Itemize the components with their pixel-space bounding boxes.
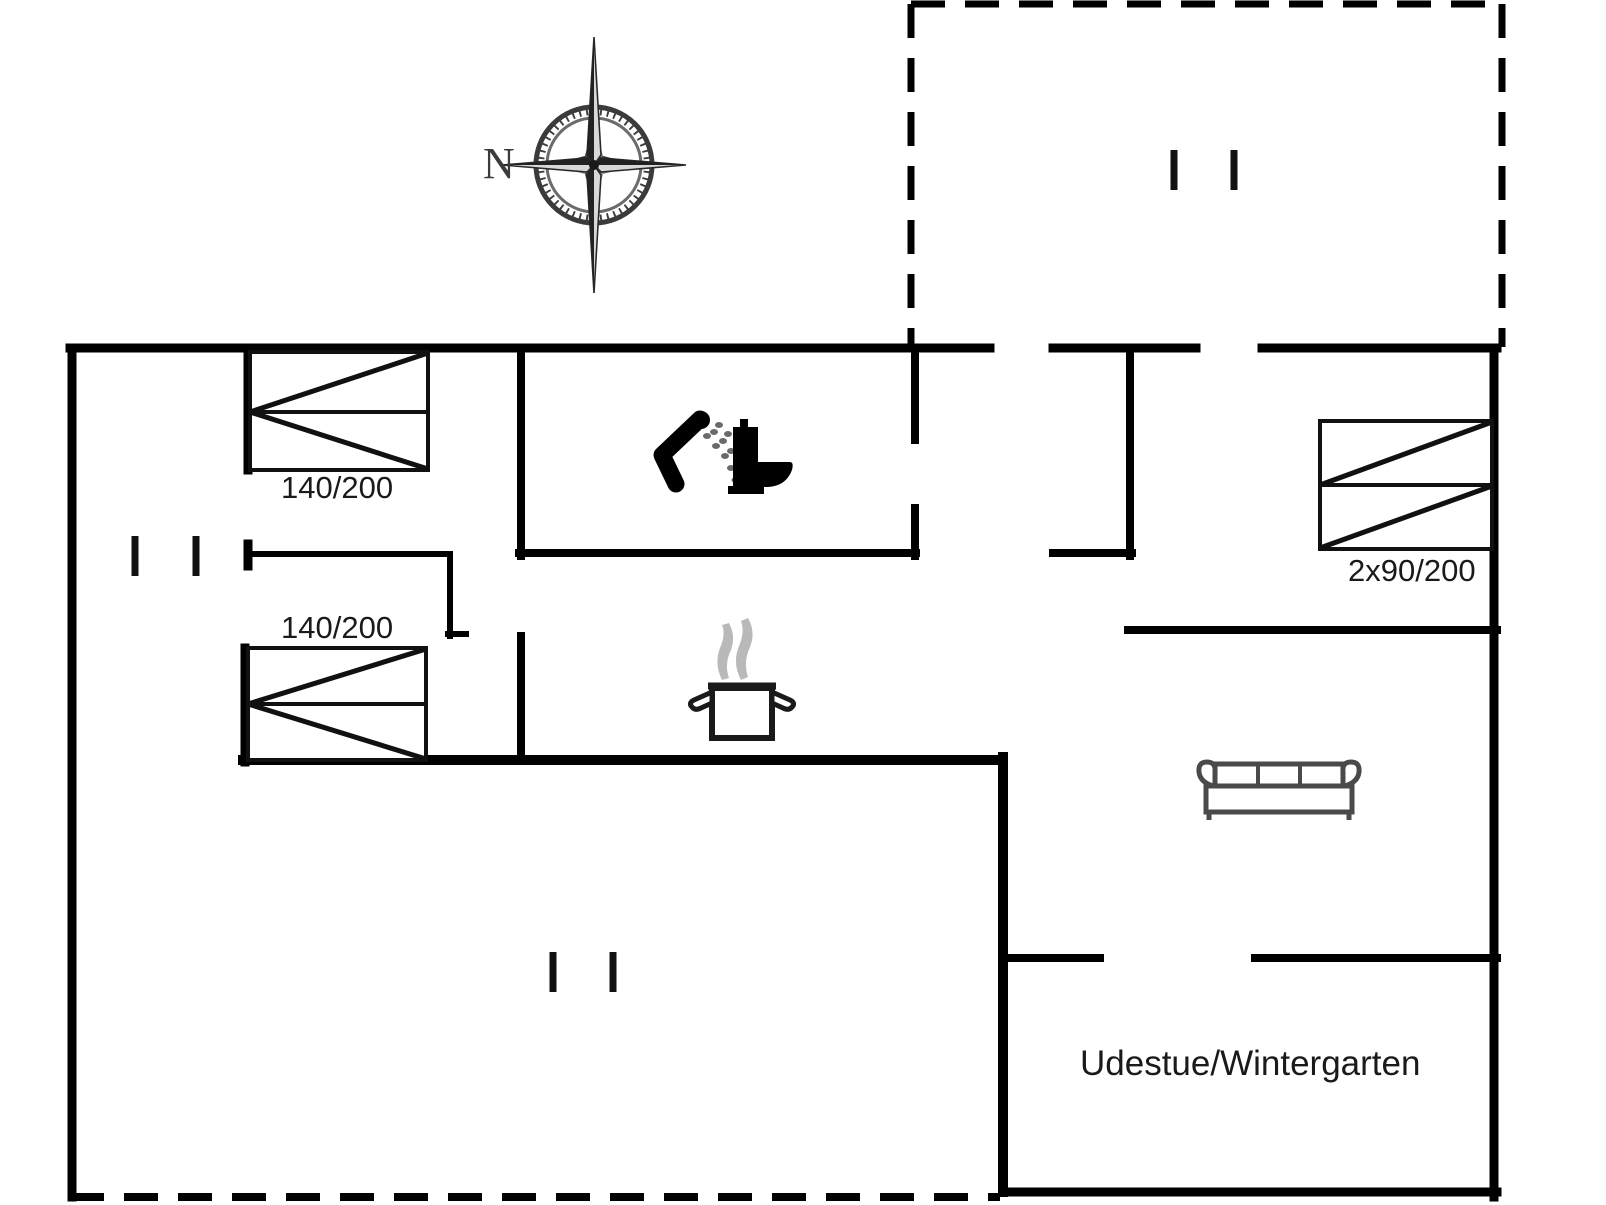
bed-right-dimension-label: 2x90/200 [1348, 553, 1476, 588]
window-mark-top-right [1170, 150, 1238, 190]
compass-north-label: N [483, 139, 515, 188]
bed-bottom-left-dimension-label: 140/200 [281, 610, 393, 645]
compass-rose [501, 36, 687, 294]
bed-right [1318, 419, 1494, 551]
window-marks [131, 150, 1238, 992]
window-mark-left [131, 536, 200, 576]
sofa-icon [1196, 759, 1362, 820]
terrace-dashed-outline [907, 0, 1506, 347]
steam [717, 618, 753, 680]
bed-top-left-dimension-label: 140/200 [281, 470, 393, 505]
shower-icon [653, 410, 739, 493]
window-mark-bottom [549, 952, 617, 992]
bed-bottom-left [246, 646, 428, 762]
toilet-icon [728, 419, 793, 494]
conservatory-room-label: Udestue/Wintergarten [1080, 1044, 1420, 1083]
bed-top-left [248, 350, 430, 472]
outer-walls [65, 343, 1502, 1202]
cooking-pot-icon [687, 618, 797, 741]
